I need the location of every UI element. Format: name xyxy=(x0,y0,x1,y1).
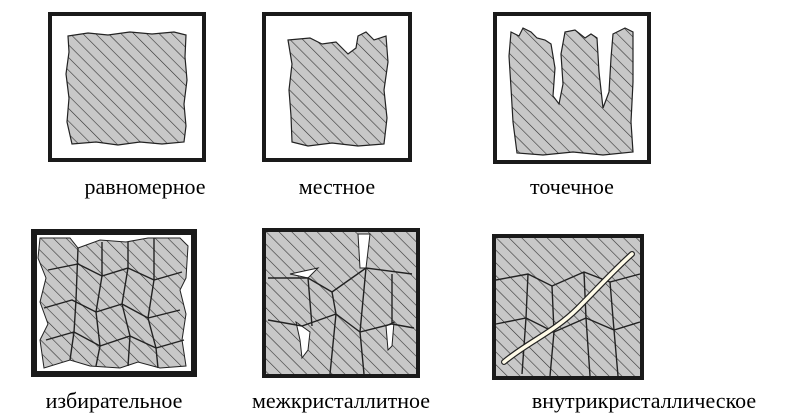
figure-uniform xyxy=(48,12,206,162)
transgranular-corrosion-illustration xyxy=(492,234,644,380)
label-local: местное xyxy=(262,174,412,200)
figure-transgranular xyxy=(492,234,644,380)
figure-pitting xyxy=(493,12,651,164)
selective-corrosion-illustration xyxy=(30,228,198,378)
label-selective: избирательное xyxy=(0,388,228,414)
uniform-corrosion-illustration xyxy=(48,12,206,162)
figure-selective xyxy=(30,228,198,378)
label-pitting: точечное xyxy=(493,174,651,200)
label-uniform: равномерное xyxy=(60,174,230,200)
label-intergranular: межкристаллитное xyxy=(228,388,454,414)
local-corrosion-illustration xyxy=(262,12,412,162)
figure-local xyxy=(262,12,412,162)
figure-intergranular xyxy=(262,228,420,378)
pitting-corrosion-illustration xyxy=(493,12,651,164)
label-transgranular: внутрикристаллическое xyxy=(486,388,802,414)
intergranular-corrosion-illustration xyxy=(262,228,420,378)
